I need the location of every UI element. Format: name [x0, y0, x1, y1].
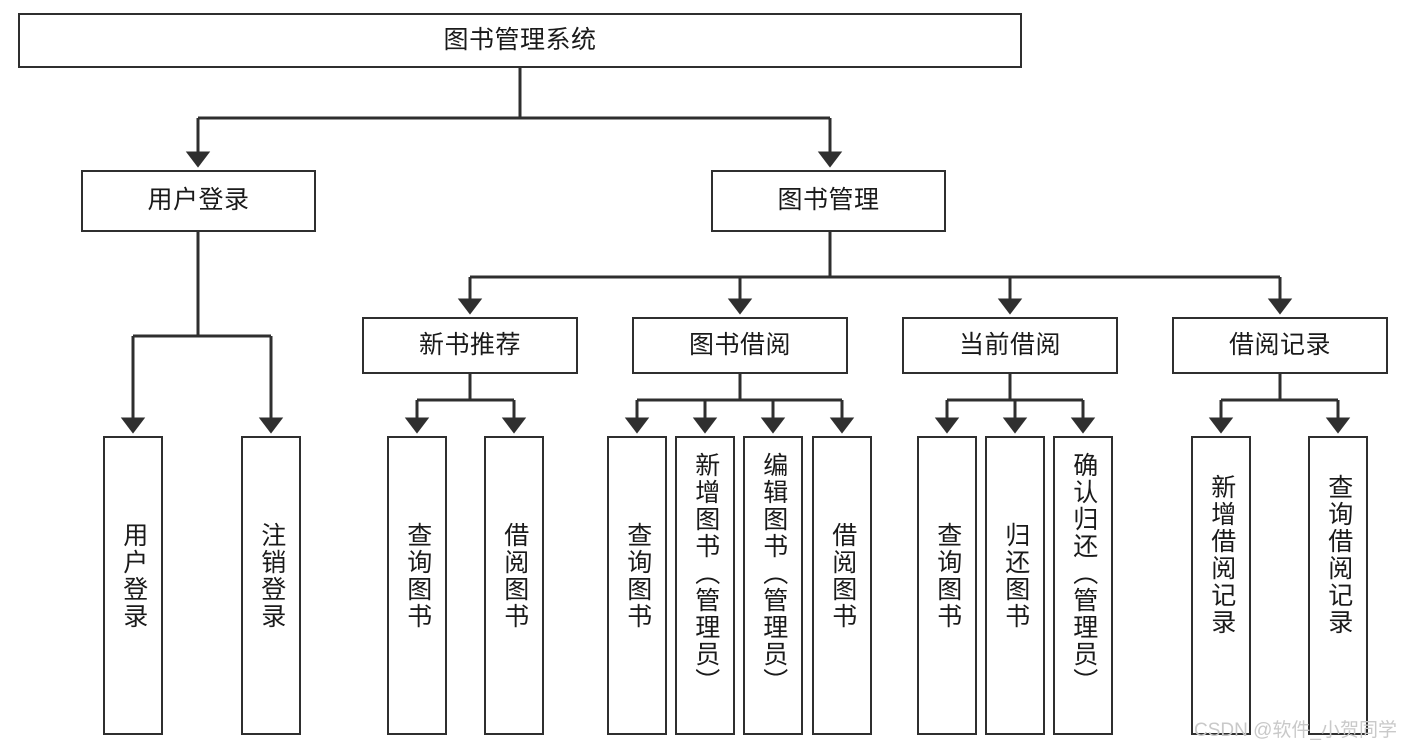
node-user-login-label: 用户登录 [147, 186, 250, 215]
leaf-query-book-3[interactable]: 查询图书 [917, 436, 977, 735]
leaf-query-book-3-label: 查询图书 [933, 522, 962, 630]
node-borrow-record-label: 借阅记录 [1228, 330, 1331, 359]
node-book-borrow[interactable]: 图书借阅 [632, 317, 848, 374]
leaf-query-book-2-label: 查询图书 [623, 522, 652, 630]
leaf-return-book-label: 归还图书 [1001, 522, 1030, 630]
leaf-user-login[interactable]: 用户登录 [103, 436, 163, 735]
node-new-book-rec[interactable]: 新书推荐 [362, 317, 578, 374]
leaf-borrow-book-2-label: 借阅图书 [828, 522, 857, 630]
leaf-confirm-return[interactable]: 确认归还（管理员） [1053, 436, 1113, 735]
leaf-query-book-2[interactable]: 查询图书 [607, 436, 667, 735]
leaf-confirm-return-label: 确认归还（管理员） [1069, 452, 1098, 695]
leaf-edit-book[interactable]: 编辑图书（管理员） [743, 436, 803, 735]
csdn-watermark: CSDN @软件_小贺同学 [1194, 720, 1397, 741]
leaf-borrow-book-1[interactable]: 借阅图书 [484, 436, 544, 735]
leaf-user-logout-label: 注销登录 [257, 522, 286, 630]
node-current-borrow-label: 当前借阅 [958, 330, 1061, 359]
node-new-book-rec-label: 新书推荐 [418, 330, 521, 359]
leaf-add-record[interactable]: 新增借阅记录 [1191, 436, 1251, 735]
leaf-borrow-book-2[interactable]: 借阅图书 [812, 436, 872, 735]
node-root-label: 图书管理系统 [443, 25, 597, 54]
leaf-return-book[interactable]: 归还图书 [985, 436, 1045, 735]
leaf-query-record-label: 查询借阅记录 [1324, 474, 1353, 636]
leaf-user-login-label: 用户登录 [119, 522, 148, 630]
node-borrow-record[interactable]: 借阅记录 [1172, 317, 1388, 374]
leaf-query-record[interactable]: 查询借阅记录 [1308, 436, 1368, 735]
leaf-borrow-book-1-label: 借阅图书 [500, 522, 529, 630]
leaf-add-book[interactable]: 新增图书（管理员） [675, 436, 735, 735]
leaf-user-logout[interactable]: 注销登录 [241, 436, 301, 735]
leaf-add-record-label: 新增借阅记录 [1207, 474, 1236, 636]
node-user-login[interactable]: 用户登录 [81, 170, 316, 232]
node-book-manage[interactable]: 图书管理 [711, 170, 946, 232]
leaf-edit-book-label: 编辑图书（管理员） [759, 452, 788, 695]
node-root[interactable]: 图书管理系统 [18, 13, 1022, 68]
node-current-borrow[interactable]: 当前借阅 [902, 317, 1118, 374]
leaf-query-book-1[interactable]: 查询图书 [387, 436, 447, 735]
node-book-borrow-label: 图书借阅 [688, 330, 791, 359]
leaf-query-book-1-label: 查询图书 [403, 522, 432, 630]
leaf-add-book-label: 新增图书（管理员） [691, 452, 720, 695]
node-book-manage-label: 图书管理 [777, 186, 880, 215]
